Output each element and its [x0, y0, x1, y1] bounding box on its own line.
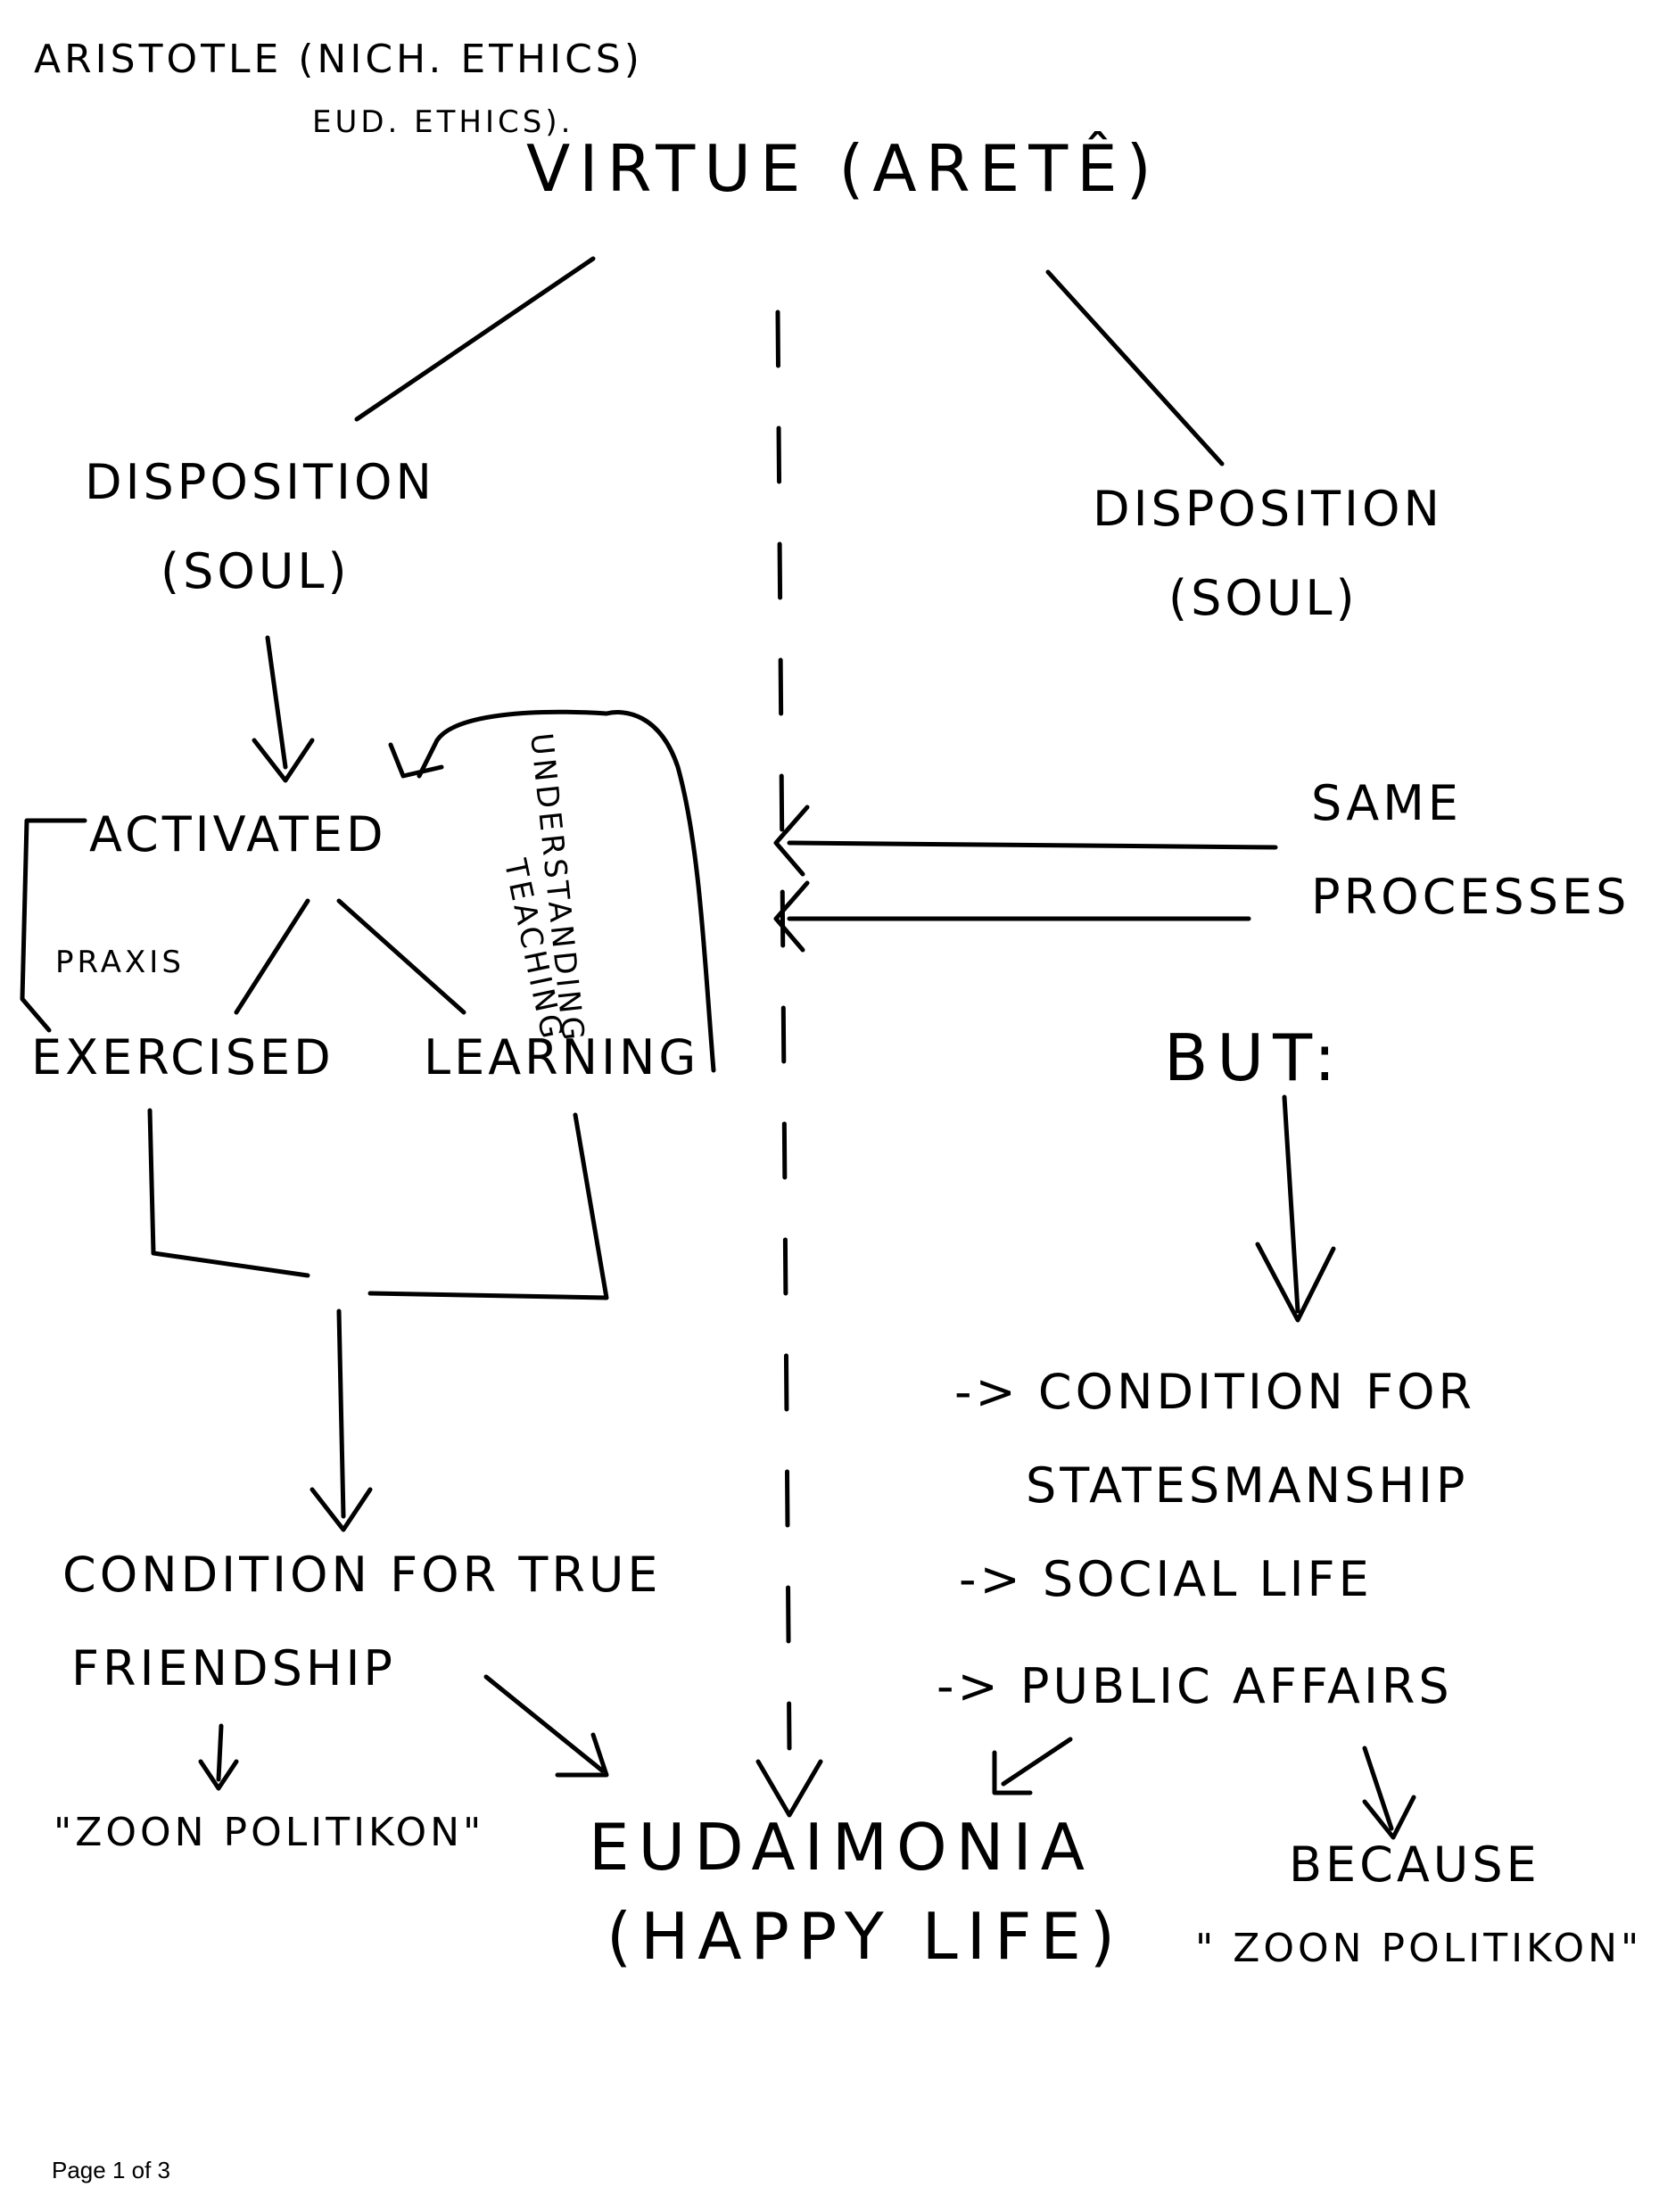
but-label: BUT: — [1164, 1020, 1345, 1095]
condition-friendship-label: CONDITION FOR TRUE — [62, 1547, 662, 1603]
zoon-politikon-right: " ZOON POLITIKON" — [1195, 1926, 1643, 1971]
arrow-public-to-eudaimonia — [1001, 1737, 1073, 1787]
same-label: SAME — [1311, 775, 1462, 831]
join-bracket — [147, 1108, 310, 1278]
central-dashed-line — [775, 310, 792, 1751]
arrow-to-zoon — [216, 1723, 224, 1782]
arrow-disposition-activated — [265, 635, 288, 770]
arrowhead-activated — [252, 738, 315, 783]
social-life-label: -> SOCIAL LIFE — [959, 1551, 1373, 1607]
virtue-title: VIRTUE (ARETÊ) — [526, 131, 1160, 206]
processes-label: PROCESSES — [1311, 869, 1630, 925]
praxis-label: PRAXIS — [55, 945, 185, 980]
arrow-to-because — [1362, 1746, 1394, 1831]
arrowhead-same-2 — [773, 880, 810, 953]
teaching-loop — [417, 709, 716, 1073]
happy-life-label: (HAPPY LIFE) — [607, 1899, 1124, 1974]
arrow-to-eudaimonia — [483, 1674, 605, 1773]
activated-label: ACTIVATED — [89, 806, 387, 863]
arrowhead-because — [1362, 1795, 1416, 1840]
left-disposition-label: DISPOSITION — [85, 454, 435, 510]
right-soul-label: (SOUL) — [1168, 570, 1358, 626]
learning-label: LEARNING — [424, 1029, 700, 1085]
eudaimonia-label: EUDAIMONIA — [589, 1810, 1094, 1885]
arrowhead-but — [1255, 1242, 1336, 1323]
branch-line-right — [1045, 269, 1225, 466]
branch-exercised — [234, 898, 310, 1015]
branch-line-left — [354, 256, 596, 422]
arrowhead-zoon — [198, 1759, 239, 1791]
statesmanship-label: STATESMANSHIP — [1026, 1457, 1469, 1514]
page-indicator: Page 1 of 3 — [52, 2157, 170, 2183]
arrowhead-same-1 — [773, 805, 810, 877]
exercised-label: EXERCISED — [31, 1029, 334, 1085]
branch-learning — [336, 898, 466, 1015]
zoon-politikon-left: "ZOON POLITIKON" — [54, 1810, 485, 1855]
join-bracket-2 — [367, 1112, 609, 1300]
praxis-bracket — [20, 818, 87, 1033]
because-label: BECAUSE — [1289, 1836, 1540, 1893]
public-affairs-label: -> PUBLIC AFFAIRS — [937, 1658, 1453, 1714]
arrow-to-condition — [336, 1308, 346, 1519]
author-label: ARISTOTLE (NICH. ETHICS) — [34, 37, 643, 82]
arrow-same-1 — [787, 840, 1278, 850]
eudemian-label: EUD. ETHICS). — [312, 104, 574, 140]
arrowhead-eudaimonia — [555, 1732, 609, 1778]
friendship-label: FRIENDSHIP — [71, 1640, 396, 1696]
right-disposition-label: DISPOSITION — [1093, 481, 1443, 537]
arrowhead-public — [992, 1750, 1033, 1795]
central-arrowhead — [755, 1759, 823, 1818]
condition-statesmanship-label: -> CONDITION FOR — [954, 1364, 1476, 1420]
arrowhead-teaching — [388, 742, 444, 779]
arrowhead-condition — [310, 1487, 373, 1532]
arrow-but-down — [1282, 1094, 1300, 1314]
left-soul-label: (SOUL) — [161, 543, 351, 599]
